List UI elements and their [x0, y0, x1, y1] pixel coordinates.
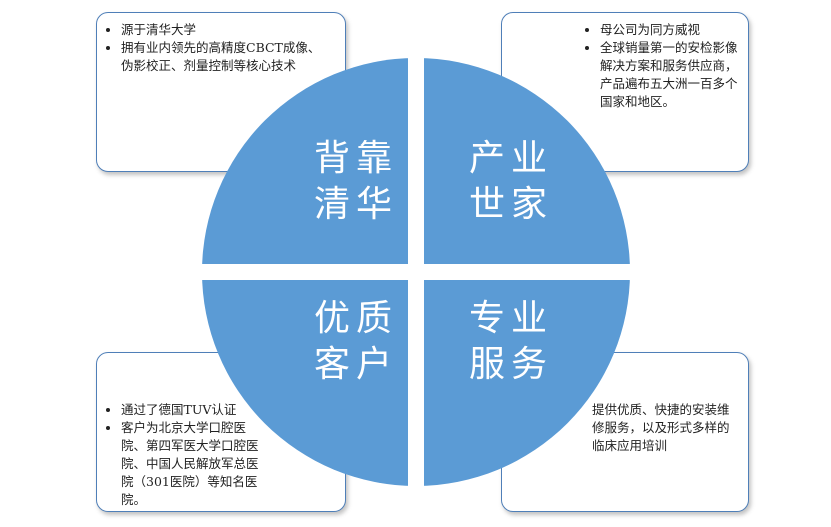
list-item: 全球销量第一的安检影像解决方案和服务供应商，产品遍布五大洲一百多个国家和地区。: [600, 39, 738, 111]
quadrant-label-line: 产业: [468, 138, 553, 179]
quadrant-label-top-left: 背靠 清华: [301, 136, 411, 228]
callout-bottom-right-text: 提供优质、快捷的安装维修服务，以及形式多样的临床应用培训: [592, 402, 730, 453]
quadrant-label-top-right: 产业 世家: [456, 136, 566, 228]
quadrant-label-line: 清华: [313, 184, 398, 225]
quadrant-label-line: 专业: [468, 298, 553, 339]
horizontal-divider: [190, 264, 642, 280]
callout-top-left-list: 源于清华大学 拥有业内领先的高精度CBCT成像、伪影校正、剂量控制等核心技术: [105, 21, 331, 75]
callout-bottom-left-list: 通过了德国TUV认证 客户为北京大学口腔医院、第四军医大学口腔医院、中国人民解放…: [105, 401, 265, 509]
list-item: 源于清华大学: [121, 21, 331, 39]
list-item: 客户为北京大学口腔医院、第四军医大学口腔医院、中国人民解放军总医院（301医院）…: [121, 419, 265, 509]
list-item: 拥有业内领先的高精度CBCT成像、伪影校正、剂量控制等核心技术: [121, 39, 331, 75]
quadrant-label-line: 客户: [313, 344, 398, 385]
list-item: 通过了德国TUV认证: [121, 401, 265, 419]
callout-top-right-list: 母公司为同方威视 全球销量第一的安检影像解决方案和服务供应商，产品遍布五大洲一百…: [584, 21, 738, 111]
quadrant-label-bottom-right: 专业 服务: [456, 296, 566, 388]
quadrant-label-bottom-left: 优质 客户: [301, 296, 411, 388]
quadrant-label-line: 服务: [468, 344, 553, 385]
list-item: 母公司为同方威视: [600, 21, 738, 39]
quadrant-label-line: 背靠: [313, 138, 398, 179]
quadrant-label-line: 优质: [313, 298, 398, 339]
quadrant-label-line: 世家: [468, 184, 553, 225]
